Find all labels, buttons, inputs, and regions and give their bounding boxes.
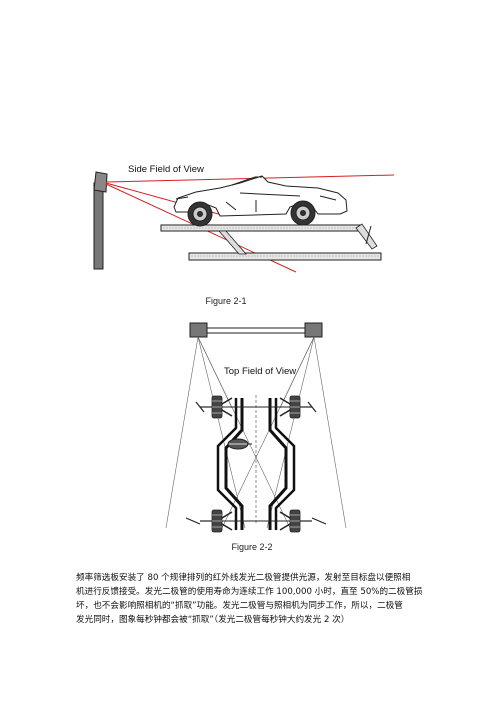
- car-front-wheel: [187, 201, 213, 227]
- steering-wheel-icon: [227, 438, 249, 450]
- camera-beam-bar: [205, 327, 307, 334]
- camera-head-icon: [93, 171, 108, 193]
- front-right-wheel-icon: [289, 395, 301, 419]
- paragraph-line: 频率筛选板安装了 80 个规律排列的红外线发光二极管提供光源，发射至目标盘以便照…: [76, 573, 411, 583]
- rear-left-wheel-icon: [211, 509, 223, 533]
- top-field-of-view-label: Top Field of View: [224, 366, 297, 377]
- lift-ramp-lower: [188, 252, 382, 261]
- right-camera-icon: [304, 322, 323, 338]
- side-field-of-view-label: Side Field of View: [128, 164, 204, 175]
- paragraph-line: 发光同时，图象每秒钟都会被“抓取”（发光二极管每秒钟大约发光 2 次）: [76, 615, 350, 625]
- figure-2-2-caption: Figure 2-2: [231, 542, 273, 552]
- car-top-chassis: [216, 398, 296, 530]
- rear-right-wheel-icon: [289, 509, 301, 533]
- figure-2-1-caption: Figure 2-1: [205, 296, 247, 306]
- car-rear-wheel: [290, 200, 316, 226]
- paragraph-line: 机进行反馈接受。发光二极管的使用寿命为连续工作 100,000 小时，直至 50…: [76, 587, 423, 597]
- left-camera-icon: [189, 322, 208, 338]
- front-left-wheel-icon: [211, 395, 223, 419]
- description-paragraph: 频率筛选板安装了 80 个规律排列的红外线发光二极管提供光源，发射至目标盘以便照…: [76, 571, 426, 627]
- paragraph-line: 坏，也不会影响照相机的“抓取”功能。发光二极管与照相机为同步工作，所以，二极管: [76, 601, 403, 611]
